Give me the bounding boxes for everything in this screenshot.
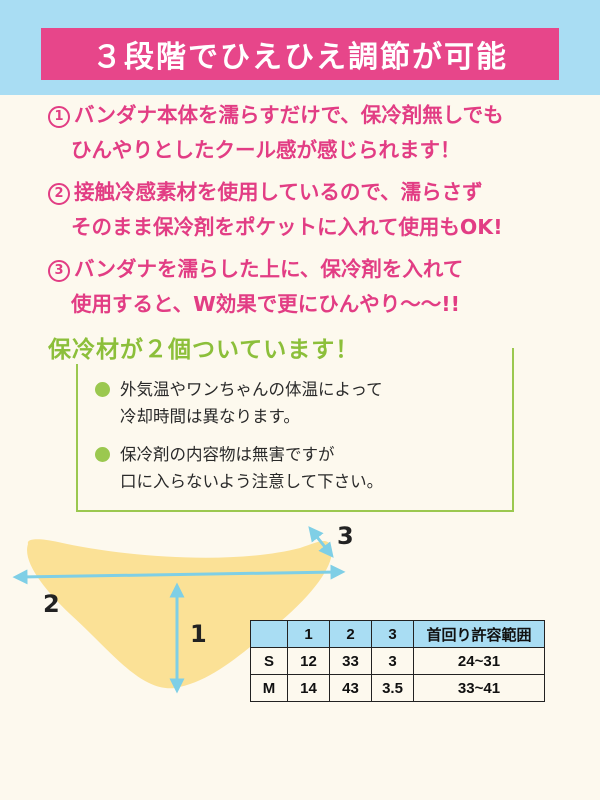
note-line: 冷却時間は異なります。 xyxy=(120,407,300,426)
dimension-label-3: 3 xyxy=(337,522,354,550)
note-list: 外気温やワンちゃんの体温によって冷却時間は異なります。 保冷剤の内容物は無害です… xyxy=(95,376,495,506)
note-frame xyxy=(76,348,514,512)
note-item: 外気温やワンちゃんの体温によって冷却時間は異なります。 xyxy=(95,376,495,430)
dimension-label-2: 2 xyxy=(43,590,60,618)
number-badge: 2 xyxy=(48,182,70,205)
table-header-cell: 2 xyxy=(329,620,372,648)
table-cell: 14 xyxy=(287,674,330,702)
table-row: S 12 33 3 24~31 xyxy=(250,647,545,675)
width-arrow-2 xyxy=(12,564,346,585)
note-line: 保冷剤の内容物は無害ですが xyxy=(120,445,335,464)
size-table: 1 2 3 首回り許容範囲 S 12 33 3 24~31 M 14 43 3.… xyxy=(250,620,545,702)
note-item: 保冷剤の内容物は無害ですが口に入らないよう注意して下さい。 xyxy=(95,441,495,495)
page-title: ３段階でひえひえ調節が可能 xyxy=(41,28,559,80)
bullet-dot-icon xyxy=(95,382,110,397)
table-header-row: 1 2 3 首回り許容範囲 xyxy=(250,620,545,648)
table-header-cell: 首回り許容範囲 xyxy=(413,620,545,648)
point-line: そのまま保冷剤をポケットに入れて使用もOK! xyxy=(71,215,503,239)
table-cell: M xyxy=(250,674,288,702)
point-line: 使用すると、W効果で更にひんやり〜〜!! xyxy=(71,292,460,316)
note-line: 外気温やワンちゃんの体温によって xyxy=(120,380,383,399)
bandana-size-diagram: 3 2 1 xyxy=(0,510,600,710)
dimension-label-1: 1 xyxy=(190,620,207,648)
table-header-cell: 3 xyxy=(371,620,414,648)
point-line: バンダナ本体を濡らすだけで、保冷剤無しでも xyxy=(74,103,504,127)
point-line: 接触冷感素材を使用しているので、濡らさず xyxy=(74,180,483,204)
table-cell: 3.5 xyxy=(371,674,414,702)
number-badge: 3 xyxy=(48,259,70,282)
table-cell: 24~31 xyxy=(413,647,545,675)
table-header-cell: 1 xyxy=(287,620,330,648)
point-line: ひんやりとしたクール感が感じられます！ xyxy=(71,138,461,162)
number-badge: 1 xyxy=(48,105,70,128)
table-cell: 33~41 xyxy=(413,674,545,702)
table-cell: 3 xyxy=(371,647,414,675)
table-row: M 14 43 3.5 33~41 xyxy=(250,674,545,702)
table-cell: 12 xyxy=(287,647,330,675)
strap-arrow-3 xyxy=(308,526,334,558)
point-line: バンダナを濡らした上に、保冷剤を入れて xyxy=(74,257,464,281)
note-line: 口に入らないよう注意して下さい。 xyxy=(120,472,384,491)
table-cell: 33 xyxy=(329,647,372,675)
bandana-illustration xyxy=(12,526,346,694)
note-title: 保冷材が２個ついています！ xyxy=(42,330,370,364)
table-header-cell xyxy=(250,620,288,648)
table-cell: 43 xyxy=(329,674,372,702)
table-cell: S xyxy=(250,647,288,675)
bullet-dot-icon xyxy=(95,447,110,462)
